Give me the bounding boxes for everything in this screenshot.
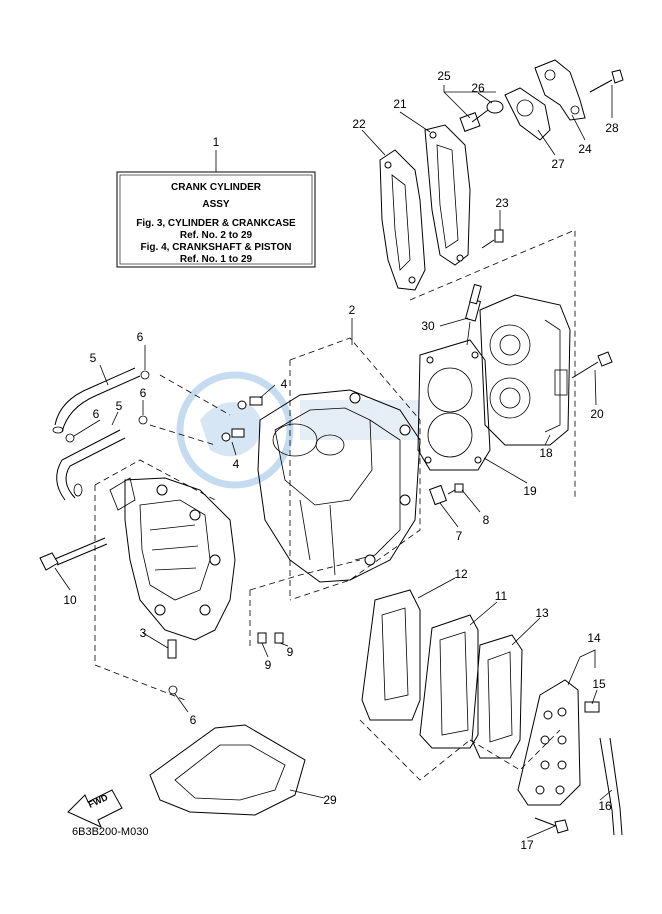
callout-12: 12 (454, 567, 468, 581)
callout-22: 22 (352, 117, 366, 131)
gasket-12 (361, 589, 421, 721)
bolt-8 (447, 483, 464, 495)
spark-plug (464, 283, 482, 346)
clip (168, 685, 178, 695)
exhaust-plate (419, 614, 479, 749)
callout-13: 13 (535, 606, 549, 620)
assembly-outlines (94, 229, 576, 781)
base-gasket (149, 724, 306, 816)
callout-8: 8 (483, 513, 490, 527)
fwd-arrow-icon: FWD (67, 789, 123, 828)
thermostat-cover (534, 59, 586, 121)
callout-28: 28 (605, 121, 619, 135)
clip (65, 433, 75, 443)
callout-3: 3 (140, 626, 147, 640)
callout-14: 14 (587, 631, 601, 645)
bolt-4-lower (221, 428, 245, 442)
exhaust-outer-cover (517, 679, 581, 806)
head-gasket (417, 339, 491, 471)
info-box-ref-2: Ref. No. 2 to 29 (180, 230, 253, 241)
pin-9 (274, 632, 284, 644)
clip (140, 370, 150, 380)
exhaust-cover-gasket (379, 149, 426, 291)
bolt-20 (571, 351, 613, 379)
pin-9 (257, 632, 267, 644)
callout-9: 9 (287, 645, 294, 659)
callout-26: 26 (471, 81, 485, 95)
bolt-17 (534, 817, 569, 834)
callout-5: 5 (116, 399, 123, 413)
callout-24: 24 (578, 142, 592, 156)
callout-2: 2 (349, 303, 356, 317)
callout-6: 6 (190, 713, 197, 727)
info-box-ref-3: Fig. 4, CRANKSHAFT & PISTON (141, 242, 292, 253)
callout-6: 6 (137, 330, 144, 344)
callout-1: 1 (213, 135, 220, 149)
callout-10: 10 (63, 593, 77, 607)
callout-15: 15 (592, 677, 606, 691)
cylinder-block (257, 389, 421, 583)
callout-9: 9 (265, 658, 272, 672)
leader-lines (54, 85, 613, 839)
callout-23: 23 (495, 196, 509, 210)
pin-3 (167, 639, 177, 659)
callout-numbers: 1 2 3 4 4 5 5 6 6 6 6 7 8 9 9 10 11 12 1… (63, 69, 619, 852)
hose-upper (54, 367, 141, 433)
callout-20: 20 (590, 407, 604, 421)
callout-7: 7 (456, 529, 463, 543)
info-box-subtitle: ASSY (202, 199, 230, 210)
callout-4: 4 (233, 457, 240, 471)
info-box-ref-1: Fig. 3, CYLINDER & CRANKCASE (136, 218, 296, 229)
hose-fitting (584, 701, 600, 713)
info-box: CRANK CYLINDER ASSY Fig. 3, CYLINDER & C… (116, 150, 316, 268)
hose-lower (56, 429, 126, 501)
callout-11: 11 (495, 589, 508, 603)
callout-17: 17 (520, 838, 534, 852)
hose-16 (599, 737, 623, 836)
callout-6: 6 (140, 386, 147, 400)
callout-29: 29 (323, 793, 337, 807)
bolt-28 (589, 69, 624, 93)
gasket-13 (471, 634, 523, 759)
callout-4: 4 (281, 377, 288, 391)
callout-6: 6 (93, 407, 100, 421)
exhaust-cover (424, 124, 471, 266)
thermostat-gasket (504, 87, 551, 141)
info-box-title: CRANK CYLINDER (171, 182, 262, 193)
callout-27: 27 (551, 157, 565, 171)
callout-16: 16 (598, 799, 612, 813)
diagram-code: 6B3B200-M030 (72, 826, 148, 838)
callout-30: 30 (421, 319, 435, 333)
callout-25: 25 (437, 69, 451, 83)
crankcase (109, 477, 236, 641)
callout-21: 21 (393, 97, 407, 111)
cylinder-head (479, 294, 571, 446)
callout-18: 18 (539, 446, 553, 460)
thermostat (459, 100, 504, 132)
clip (138, 415, 148, 425)
bolt-23 (481, 229, 504, 249)
bolt-10 (39, 537, 108, 571)
info-box-ref-4: Ref. No. 1 to 29 (180, 254, 253, 265)
anode-7 (428, 484, 448, 506)
watermark-logo (176, 371, 420, 489)
callout-19: 19 (523, 484, 537, 498)
callout-5: 5 (90, 351, 97, 365)
bolt-4-upper (237, 396, 263, 410)
